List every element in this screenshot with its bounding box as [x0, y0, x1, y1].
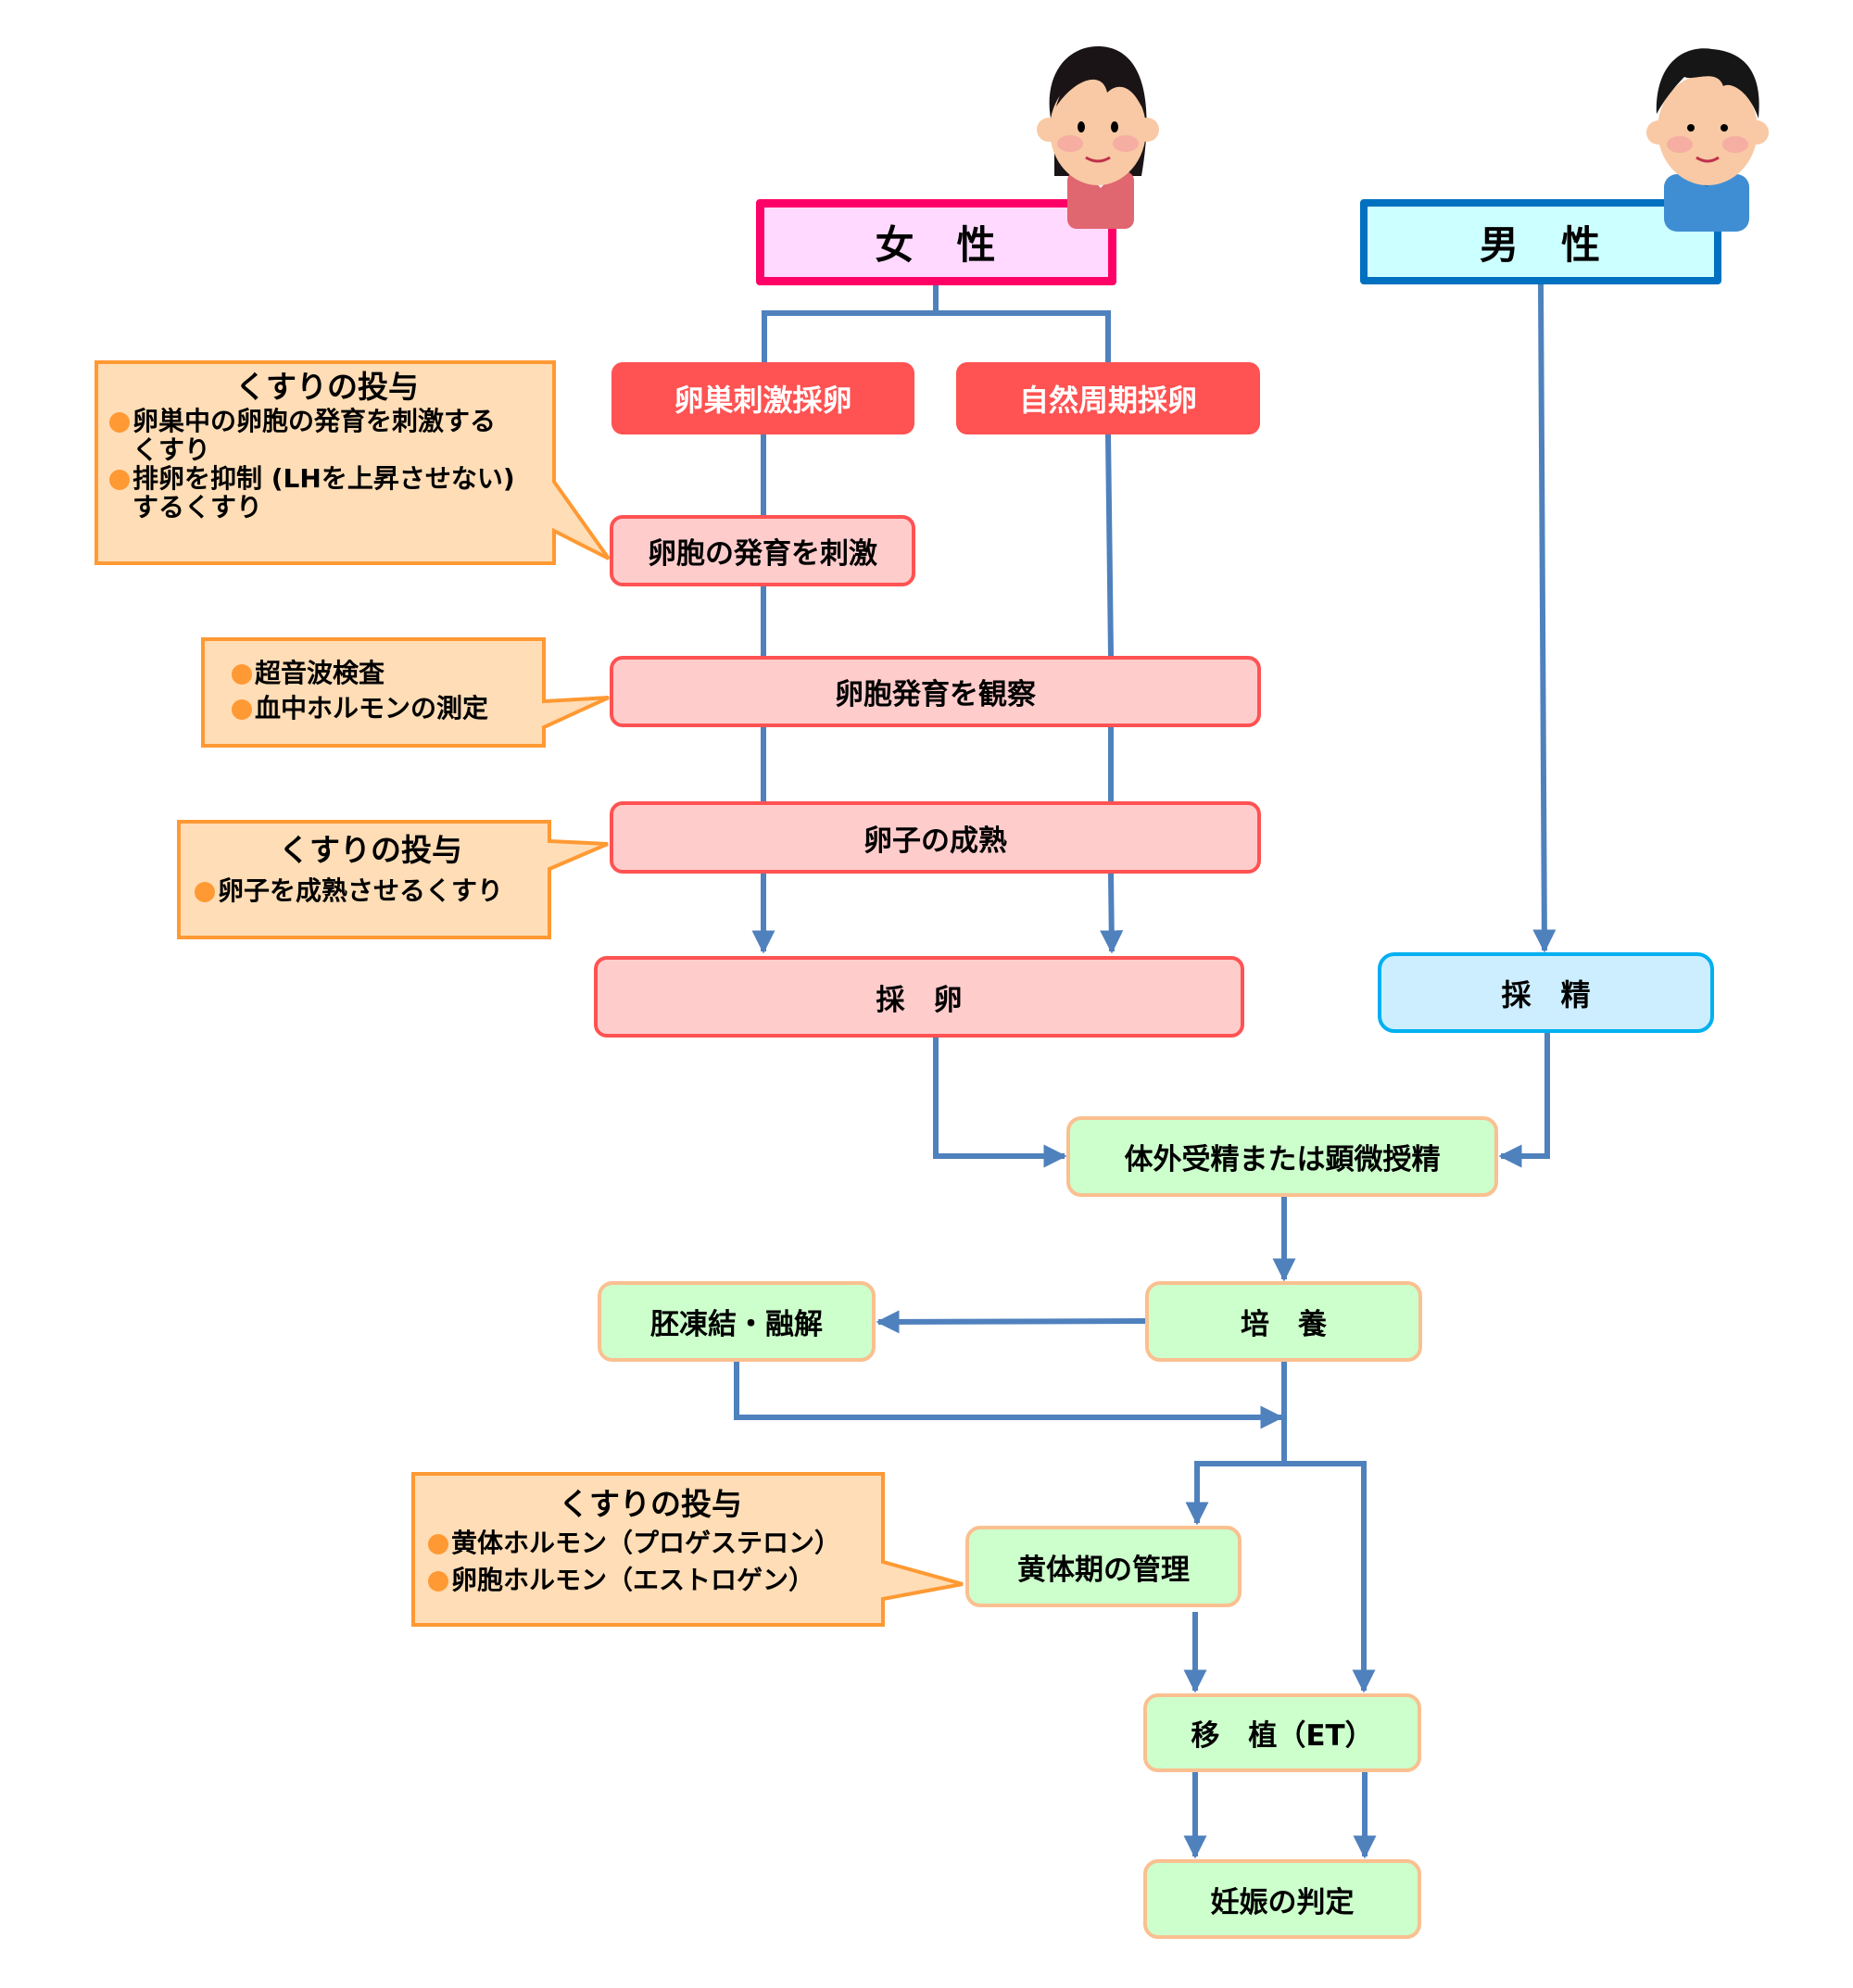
- arrow-freeze-return: [734, 1362, 1284, 1429]
- step-embryo-freeze-thaw: 胚凍結・融解: [598, 1281, 876, 1362]
- female-header-label: 女 性: [875, 222, 998, 268]
- arrow-male-collection: [1532, 283, 1557, 953]
- bullet-icon: [232, 699, 252, 720]
- step-label: 体外受精または顕微授精: [1124, 1143, 1441, 1176]
- woman-avatar-icon: [1037, 46, 1159, 229]
- step-culture: 培 養: [1145, 1281, 1422, 1362]
- step-luteal-management: 黄体期の管理: [965, 1526, 1242, 1607]
- callout-bullet: 黄体ホルモン（プロゲステロン）: [428, 1525, 873, 1562]
- arrow-retrieval-fertilization: [933, 1038, 1067, 1168]
- method-label: 自然周期採卵: [1018, 383, 1197, 418]
- callout-medication-maturation: くすりの投与 卵子を成熟させるくすり: [195, 832, 547, 910]
- male-header: 男 性: [1360, 199, 1721, 284]
- arrow-culture-freeze: [876, 1310, 1146, 1334]
- callout-medication-stimulation: くすりの投与 卵巣中の卵胞の発育を刺激する くすり 排卵を抑制 (LHを上昇させ…: [109, 369, 545, 522]
- bullet-line: 卵巣中の卵胞の発育を刺激する: [132, 406, 497, 436]
- male-header-label: 男 性: [1479, 221, 1602, 268]
- step-label: 妊娠の判定: [1210, 1885, 1355, 1919]
- callout-medication-luteal: くすりの投与 黄体ホルモン（プロゲステロン） 卵胞ホルモン（エストロゲン）: [428, 1486, 873, 1599]
- arrow-natural-retrieval: [1100, 873, 1124, 954]
- step-observe-follicle: 卵胞発育を観察: [610, 656, 1261, 727]
- bullet-line: 排卵を抑制 (LHを上昇させない): [132, 463, 515, 494]
- connector-natural-1: [1105, 434, 1114, 657]
- callout-title: くすりの投与: [235, 369, 419, 405]
- method-stimulated-retrieval: 卵巣刺激採卵: [611, 362, 914, 434]
- step-label: 卵胞の発育を刺激: [648, 537, 877, 571]
- bullet-icon: [109, 470, 130, 490]
- bullet-icon: [428, 1534, 448, 1554]
- step-label: 採 精: [1501, 976, 1591, 1013]
- callout-title: くすりの投与: [279, 832, 462, 868]
- bullet-text: 排卵を抑制 (LHを上昇させない) するくすり: [132, 464, 515, 522]
- step-pregnancy-test: 妊娠の判定: [1143, 1859, 1421, 1939]
- connector-female-split: [762, 285, 1111, 362]
- method-natural-cycle-retrieval: 自然周期採卵: [956, 362, 1260, 434]
- step-egg-retrieval: 採 卵: [594, 956, 1244, 1038]
- step-label: 黄体期の管理: [1017, 1553, 1190, 1587]
- callout-bullet: 超音波検査: [232, 656, 537, 691]
- bullet-text: 血中ホルモンの測定: [255, 693, 489, 723]
- bullet-text: 卵巣中の卵胞の発育を刺激する くすり: [132, 407, 496, 464]
- bullet-icon: [428, 1571, 448, 1592]
- callout-bullet: 血中ホルモンの測定: [232, 691, 537, 726]
- bullet-line: するくすり: [132, 492, 263, 522]
- bullet-line: くすり: [132, 434, 211, 465]
- bullet-icon: [232, 664, 252, 685]
- callout-bullet: 卵巣中の卵胞の発育を刺激する くすり: [109, 407, 545, 464]
- callout-bullet: 排卵を抑制 (LHを上昇させない) するくすり: [109, 464, 545, 522]
- step-label: 卵子の成熟: [863, 824, 1007, 858]
- female-header: 女 性: [756, 199, 1116, 285]
- bullet-text: 超音波検査: [255, 658, 385, 688]
- step-embryo-transfer: 移 植（ET）: [1143, 1693, 1421, 1772]
- man-avatar-icon: [1646, 48, 1769, 232]
- callout-monitoring: 超音波検査 血中ホルモンの測定: [232, 656, 537, 726]
- step-label: 採 卵: [876, 983, 963, 1017]
- bullet-text: 黄体ホルモン（プロゲステロン）: [451, 1528, 841, 1558]
- bullet-icon: [109, 412, 130, 433]
- bullet-text: 卵子を成熟させるくすり: [218, 875, 504, 906]
- step-sperm-collection: 採 精: [1378, 952, 1714, 1033]
- method-label: 卵巣刺激採卵: [674, 383, 852, 418]
- callout-bullet: 卵子を成熟させるくすり: [195, 873, 547, 910]
- arrow-collection-fertilization: [1498, 1033, 1550, 1168]
- step-label: 移 植（ET）: [1191, 1719, 1374, 1753]
- callout-bullet: 卵胞ホルモン（エストロゲン）: [428, 1562, 873, 1599]
- callout-title: くすりの投与: [559, 1486, 742, 1522]
- step-label: 卵胞発育を観察: [835, 678, 1036, 711]
- step-fertilization: 体外受精または顕微授精: [1066, 1116, 1498, 1197]
- step-egg-maturation: 卵子の成熟: [610, 801, 1261, 874]
- step-label: 胚凍結・融解: [650, 1308, 823, 1341]
- step-stimulate-follicle: 卵胞の発育を刺激: [610, 515, 915, 586]
- step-label: 培 養: [1241, 1308, 1327, 1341]
- connector-culture-split: [1197, 1362, 1364, 1466]
- bullet-icon: [195, 882, 215, 902]
- bullet-text: 卵胞ホルモン（エストロゲン）: [451, 1565, 815, 1595]
